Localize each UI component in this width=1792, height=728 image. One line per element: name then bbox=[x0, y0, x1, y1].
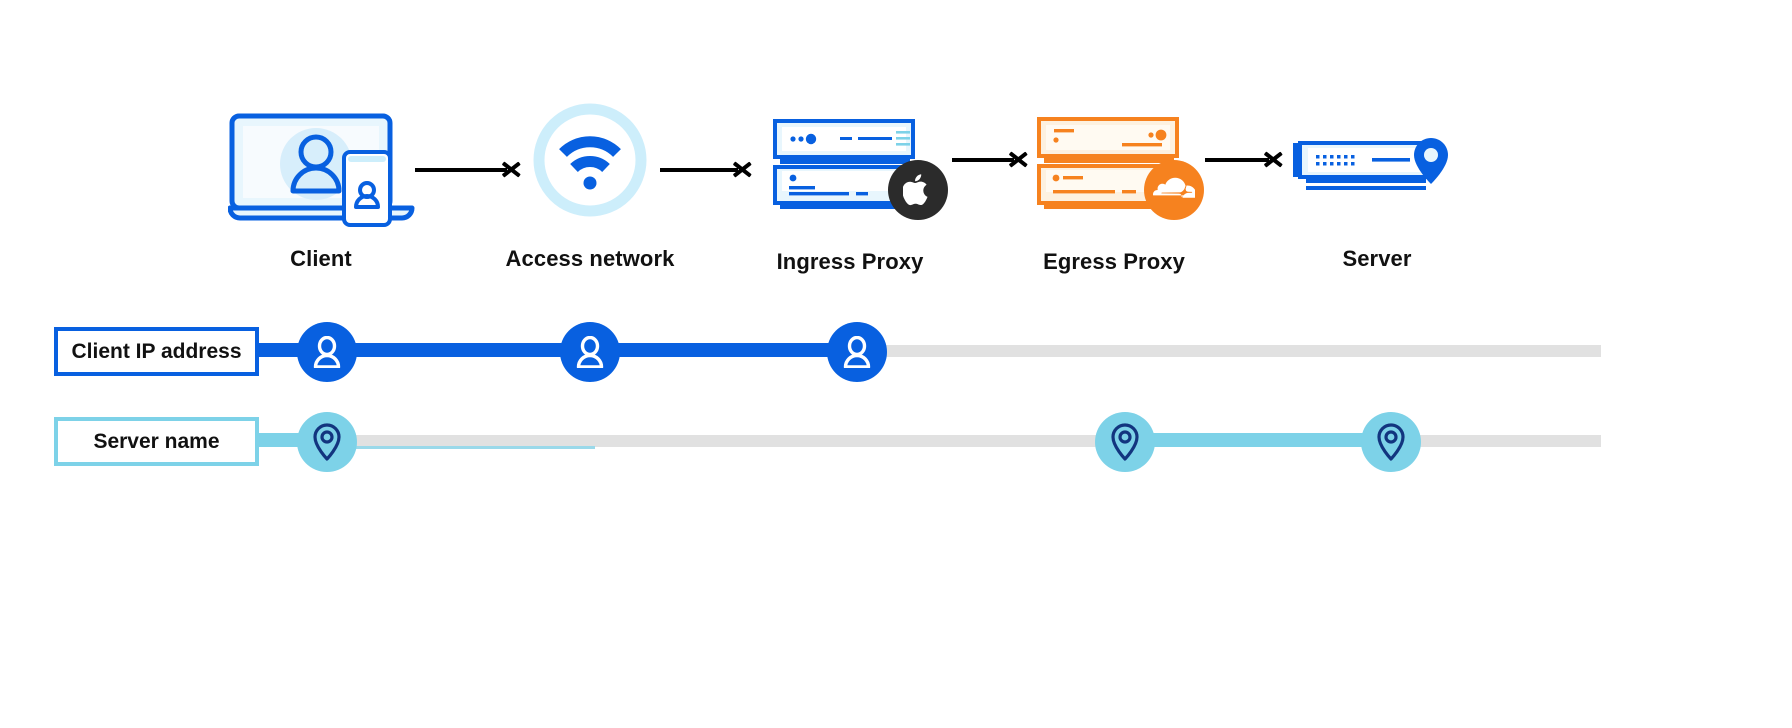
map-pin-icon bbox=[1111, 423, 1139, 461]
track-server-name: Server name bbox=[0, 412, 1792, 472]
track-client-ip-address: Client IP address bbox=[0, 322, 1792, 382]
track-segment-inactive bbox=[857, 345, 1601, 357]
node-label-egress-proxy: Egress Proxy bbox=[1043, 249, 1185, 274]
person-icon bbox=[576, 336, 604, 368]
apple-logo-badge bbox=[888, 160, 948, 220]
track-label-client-ip-address: Client IP address bbox=[54, 327, 259, 376]
node-label-client: Client bbox=[290, 246, 352, 271]
track-marker-ingress-proxy bbox=[827, 322, 887, 382]
track-marker-server bbox=[1361, 412, 1421, 472]
arrow-access-network-to-ingress-proxy bbox=[660, 157, 756, 181]
person-icon bbox=[313, 336, 341, 368]
track-segment-active bbox=[258, 343, 859, 357]
arrow-ingress-proxy-to-egress-proxy bbox=[952, 147, 1032, 171]
map-pin-icon bbox=[1377, 423, 1405, 461]
node-access-network bbox=[533, 103, 647, 217]
cloudflare-logo-icon bbox=[1153, 177, 1195, 198]
map-pin-icon bbox=[313, 423, 341, 461]
track-marker-access-network bbox=[560, 322, 620, 382]
node-label-access-network: Access network bbox=[505, 246, 675, 271]
track-marker-egress-proxy bbox=[1095, 412, 1155, 472]
cloudflare-logo-badge bbox=[1144, 160, 1204, 220]
track-segment-active-right bbox=[1120, 433, 1395, 447]
track-marker-client bbox=[297, 322, 357, 382]
laptop-phone-user-icon bbox=[227, 113, 415, 227]
wifi-circle-icon bbox=[533, 103, 647, 217]
track-label-text: Client IP address bbox=[71, 339, 242, 363]
node-server bbox=[1292, 136, 1457, 204]
apple-logo-icon bbox=[903, 174, 928, 206]
track-label-text: Server name bbox=[93, 429, 220, 453]
arrow-egress-proxy-to-server bbox=[1205, 147, 1287, 171]
track-marker-client bbox=[297, 412, 357, 472]
track-label-server-name: Server name bbox=[54, 417, 259, 466]
track-segment-hairline bbox=[345, 446, 595, 449]
node-client bbox=[227, 112, 418, 227]
node-label-ingress-proxy: Ingress Proxy bbox=[776, 249, 924, 274]
node-label-server: Server bbox=[1342, 246, 1412, 271]
person-icon bbox=[843, 336, 871, 368]
server-rack-pin-icon bbox=[1293, 138, 1448, 190]
arrow-client-to-access-network bbox=[415, 157, 525, 181]
